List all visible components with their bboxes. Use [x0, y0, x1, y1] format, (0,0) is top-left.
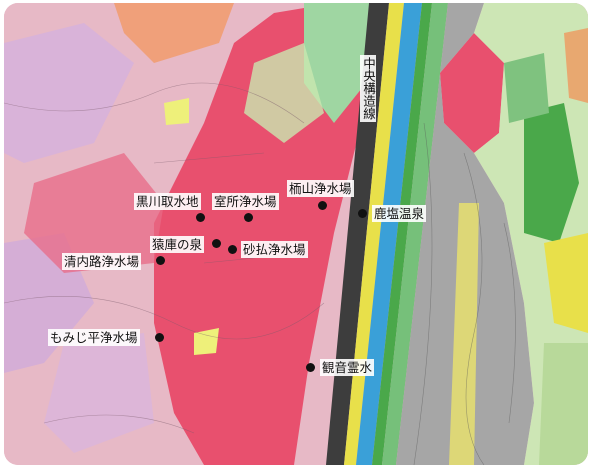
marker-dot-kashiwa[interactable]	[358, 209, 367, 218]
marker-label-kurokawa: 黒川取水地	[134, 193, 201, 210]
marker-dot-kurokawa[interactable]	[196, 213, 205, 222]
marker-label-kashiwa: 鹿塩温泉	[372, 205, 427, 222]
marker-dot-sunahara[interactable]	[228, 245, 237, 254]
geologic-map[interactable]: 中央構造線 黒川取水地 室所浄水場 栭山浄水場 鹿塩温泉 猿庫の泉 砂払浄水場 …	[4, 3, 588, 465]
marker-dot-enko[interactable]	[212, 239, 221, 248]
marker-label-momiji: もみじ平浄水場	[48, 329, 140, 346]
tectonic-line-label: 中央構造線	[360, 55, 376, 122]
marker-dot-kiyouchi[interactable]	[156, 256, 165, 265]
marker-label-enko: 猿庫の泉	[150, 236, 205, 253]
marker-dot-momiji[interactable]	[155, 333, 164, 342]
marker-label-kannon: 観音霊水	[320, 359, 375, 376]
marker-dot-kannon[interactable]	[306, 363, 315, 372]
marker-label-tsukayama: 栭山浄水場	[287, 180, 354, 197]
marker-dot-muro[interactable]	[244, 213, 253, 222]
marker-label-sunahara: 砂払浄水場	[241, 241, 308, 258]
geologic-map-canvas	[4, 3, 588, 465]
marker-dot-tsukayama[interactable]	[318, 201, 327, 210]
marker-label-muro: 室所浄水場	[212, 193, 279, 210]
marker-label-kiyouchi: 清内路浄水場	[62, 253, 142, 270]
